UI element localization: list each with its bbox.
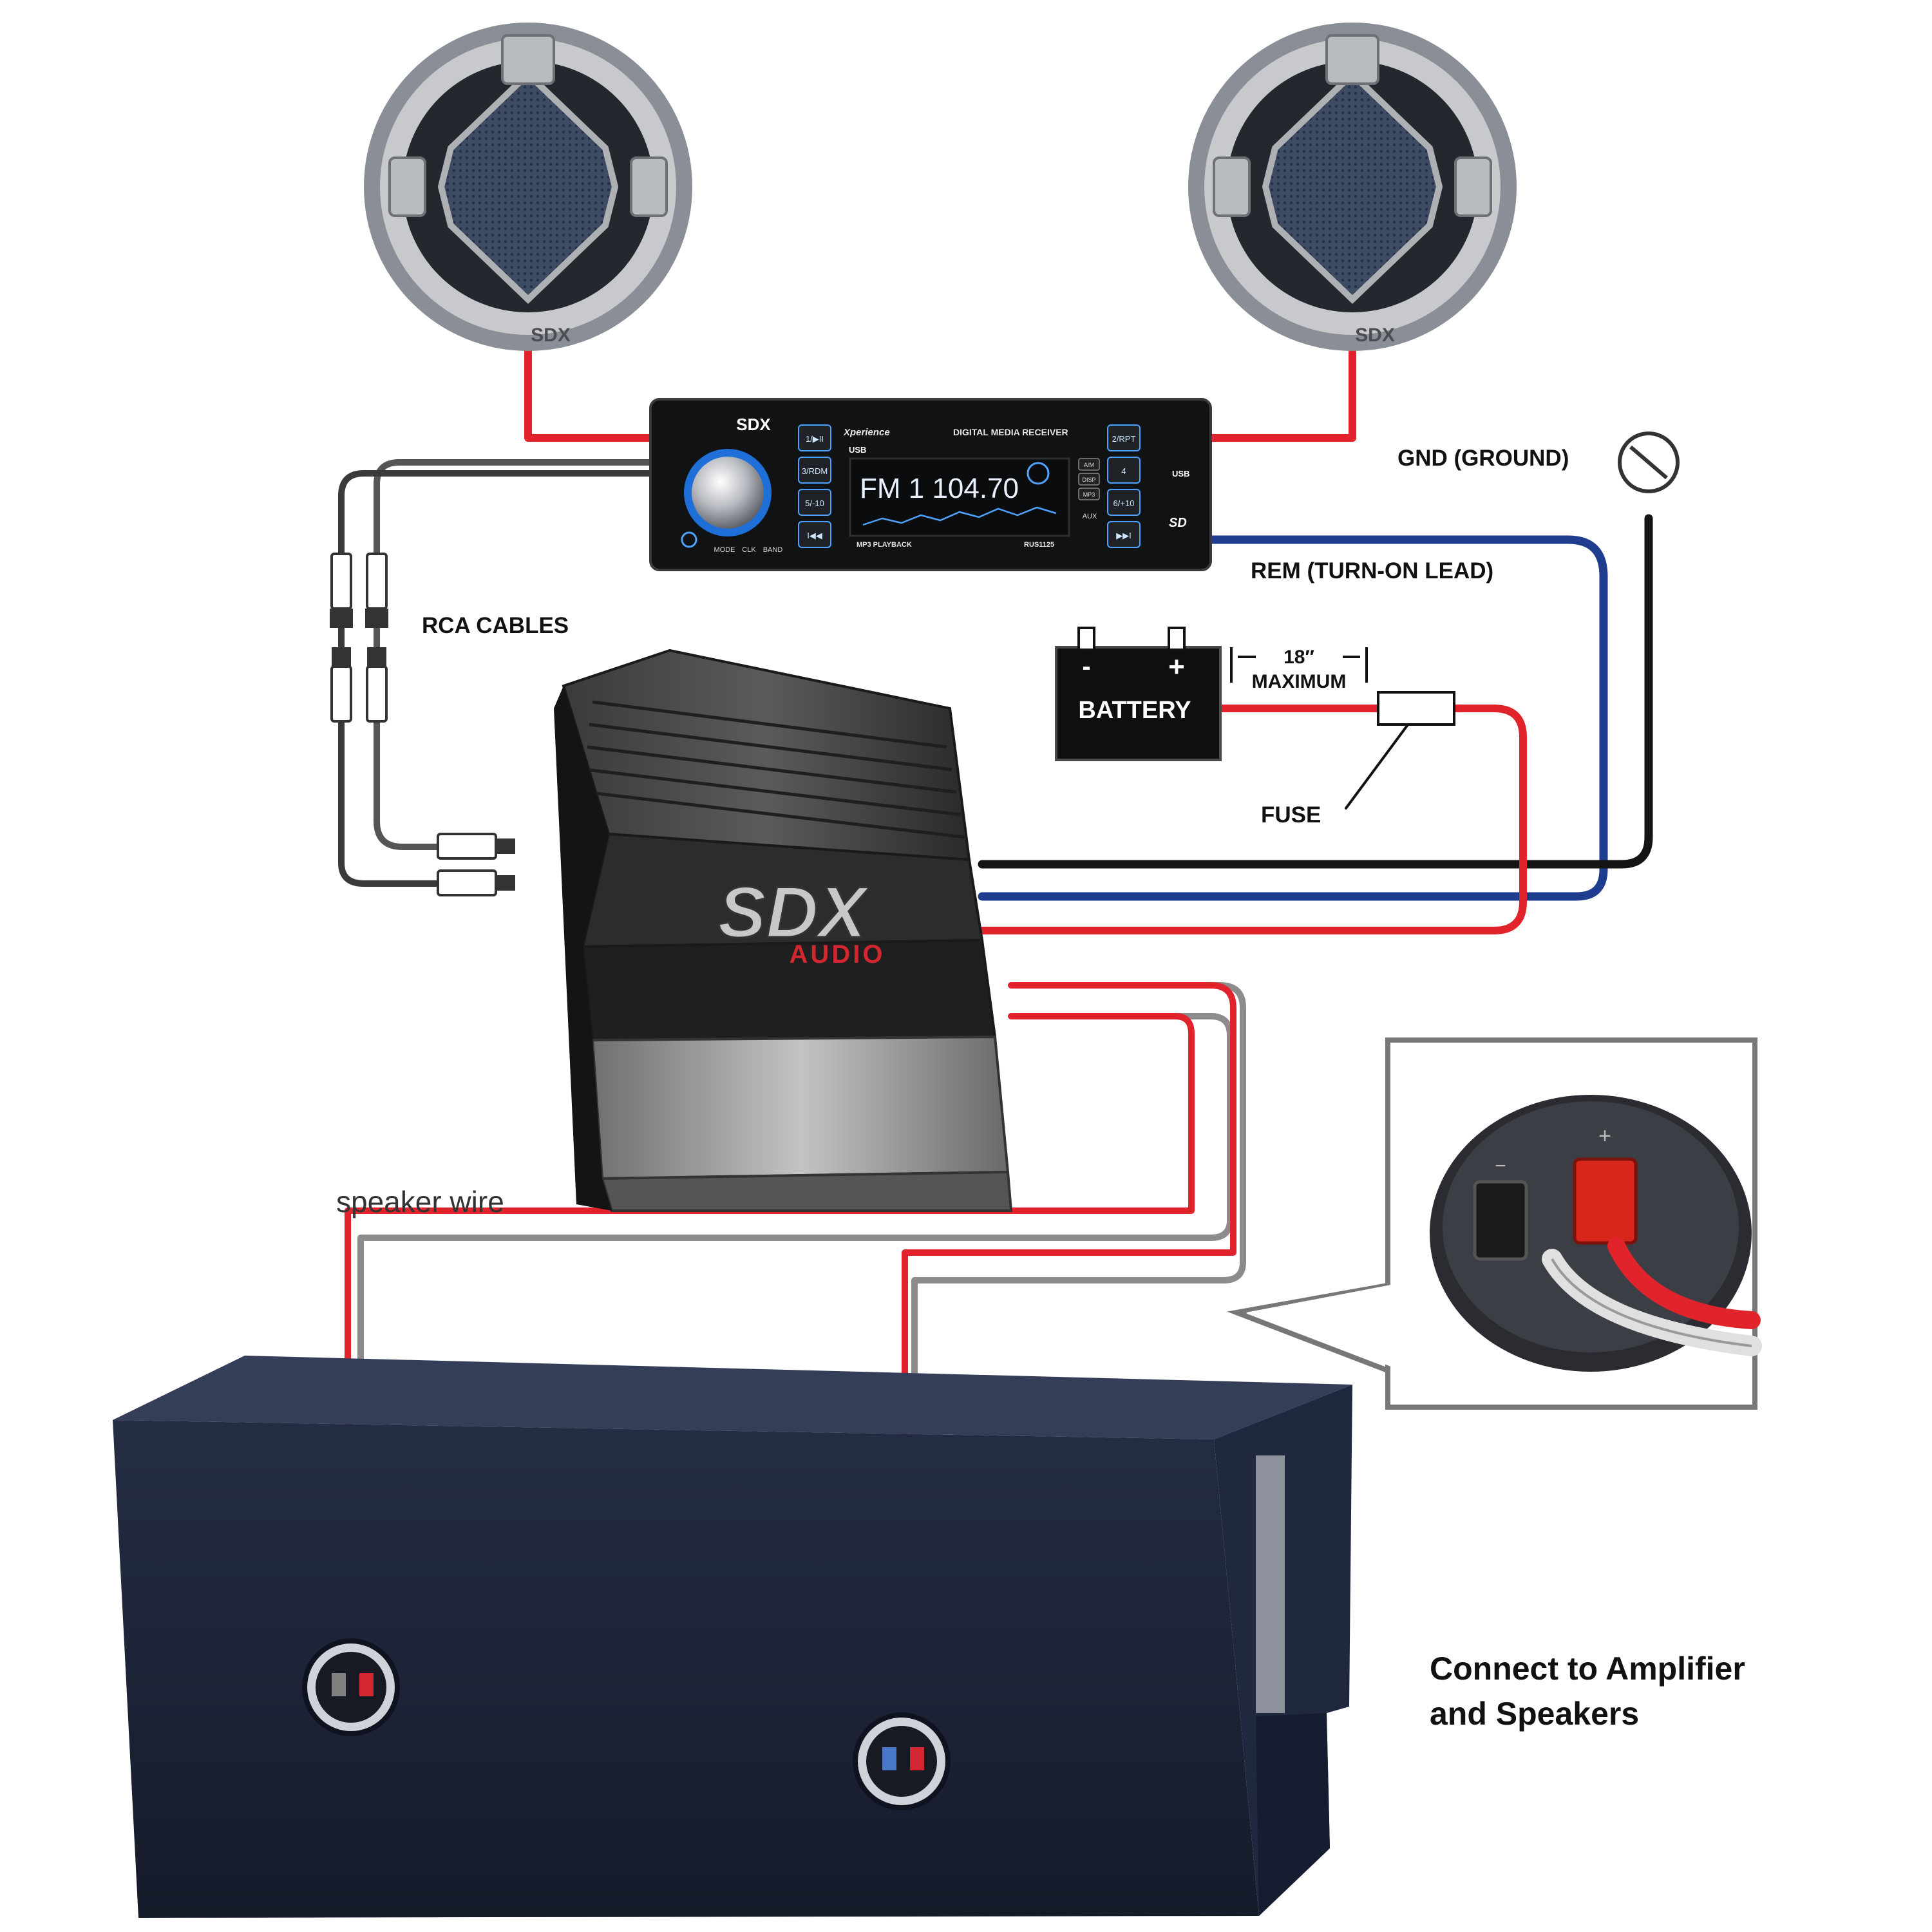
preset-6-label: 6/+10 (1113, 498, 1135, 508)
subwoofer-box (113, 1356, 1352, 1918)
head-unit-title: DIGITAL MEDIA RECEIVER (953, 427, 1068, 437)
preset-3-button[interactable] (798, 457, 831, 484)
fuse-callout-line (1345, 720, 1412, 810)
amp-logo-sub: AUDIO (790, 940, 886, 969)
amp-logo: SDX (718, 872, 871, 952)
seek-back-button[interactable] (798, 521, 831, 548)
disp-label: DISP (1082, 477, 1095, 483)
fuse-label: FUSE (1261, 802, 1321, 828)
distance-marker: 18″ MAXIMUM (1230, 647, 1368, 692)
preset-4-button[interactable] (1107, 457, 1141, 484)
left-speaker: SDX (364, 23, 692, 351)
head-unit-model-text: Xperience (843, 427, 890, 438)
terminal-inset: − + (1227, 1037, 1762, 1410)
right-speaker: SDX (1188, 23, 1517, 351)
sd-slot-label: SD (1169, 516, 1187, 530)
mp3-label: MP3 (1083, 491, 1095, 498)
sub-wire-left-pos (345, 1013, 1195, 1642)
seek-forward-button[interactable] (1107, 521, 1141, 548)
preset-4-label: 4 (1121, 466, 1126, 476)
disp-button[interactable] (1078, 473, 1100, 486)
battery-label: BATTERY (1078, 697, 1191, 724)
head-unit: SDX 1/▶II 3/RDM 5/-10 I◀◀ 2/RPT 4 6/+10 … (649, 398, 1212, 571)
mode-button[interactable]: MODE (714, 546, 735, 554)
distance-value: 18″ (1283, 647, 1314, 668)
right-speaker-wire (1207, 341, 1356, 442)
am-fm-button[interactable] (1078, 458, 1100, 471)
left-button-column: 1/▶II 3/RDM 5/-10 I◀◀ (798, 424, 831, 548)
remote-wire (978, 535, 1608, 901)
power-button[interactable] (681, 531, 697, 548)
rca-connectors (330, 553, 515, 896)
head-unit-subtext: MP3 PLAYBACK (857, 541, 912, 549)
mp3-button[interactable] (1078, 488, 1100, 500)
preset-6-button[interactable] (1107, 489, 1141, 516)
rca-cable-1 (374, 459, 654, 850)
head-unit-model-number: RUS1125 (1024, 541, 1054, 549)
preset-2-label: 2/RPT (1112, 434, 1136, 444)
preset-1-label: 1/▶II (806, 434, 824, 444)
display-eq-graph (862, 506, 1057, 526)
head-unit-usb-badge: USB (849, 445, 866, 455)
head-unit-display (849, 457, 1070, 537)
preset-5-button[interactable] (798, 489, 831, 516)
preset-2-button[interactable] (1107, 424, 1141, 451)
power-wire (978, 705, 1527, 934)
rem-label: REM (TURN-ON LEAD) (1251, 558, 1493, 583)
band-button[interactable]: BAND (763, 546, 783, 554)
wires (283, 341, 1653, 1719)
right-button-column: 2/RPT 4 6/+10 ▶▶I (1107, 424, 1141, 548)
head-unit-logo: SDX (736, 415, 771, 434)
inset-plus-label: + (1598, 1124, 1611, 1148)
usb-port-label: USB (1172, 469, 1189, 478)
left-speaker-logo: SDX (531, 325, 571, 346)
right-speaker-logo: SDX (1355, 325, 1395, 346)
distance-max: MAXIMUM (1252, 671, 1347, 692)
right-terminal-cup (853, 1712, 951, 1810)
clk-button[interactable]: CLK (742, 546, 756, 554)
seek-forward-label: ▶▶I (1116, 531, 1132, 540)
inset-minus-label: − (1495, 1155, 1506, 1177)
seek-back-label: I◀◀ (807, 531, 822, 540)
speaker-wire-label: speaker wire (336, 1185, 504, 1218)
ground-wire (978, 514, 1653, 869)
battery: - + BATTERY (1055, 627, 1222, 761)
gnd-label: GND (GROUND) (1397, 446, 1569, 471)
battery-negative: - (1082, 652, 1090, 681)
ground-terminal (1618, 431, 1680, 493)
aux-label: AUX (1083, 513, 1097, 520)
left-terminal-cup (302, 1638, 400, 1736)
display-frequency: FM 1 104.70 (860, 473, 1019, 504)
preset-1-button[interactable] (798, 424, 831, 451)
display-disc-icon (1027, 462, 1050, 485)
rca-label: RCA CABLES (422, 613, 569, 638)
connect-label-line2: and Speakers (1430, 1696, 1639, 1732)
left-speaker-wire (524, 341, 654, 442)
am-fm-label: A/M (1084, 462, 1094, 468)
connect-label-line1: Connect to Amplifier (1430, 1651, 1745, 1687)
fuse (1377, 691, 1455, 726)
battery-positive: + (1168, 651, 1185, 683)
sub-wire-right-neg (837, 982, 1246, 1719)
preset-3-label: 3/RDM (802, 466, 828, 476)
preset-5-label: 5/-10 (805, 498, 824, 508)
amplifier: SDX AUDIO (554, 649, 1013, 1212)
